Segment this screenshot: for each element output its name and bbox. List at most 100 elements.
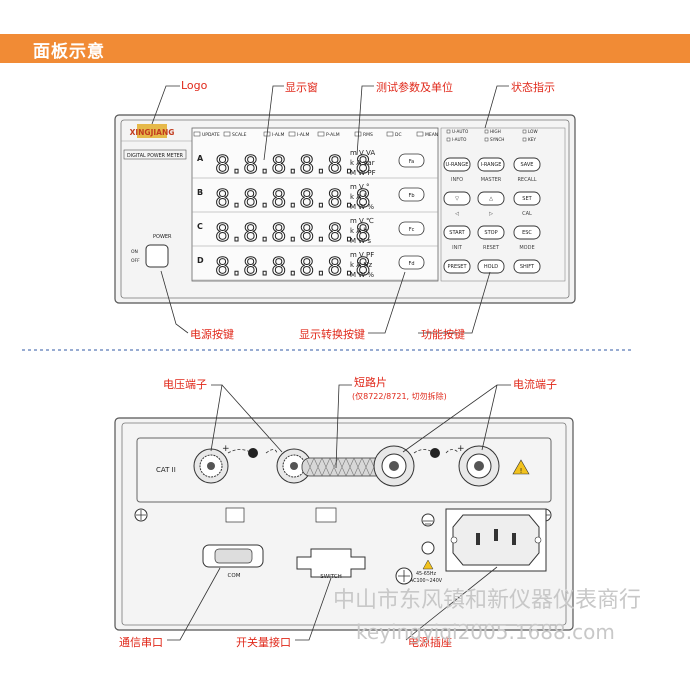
channel-label: C xyxy=(197,222,203,231)
power-off-label: OFF xyxy=(131,258,140,264)
function-key-label: SHIFT xyxy=(520,264,535,270)
display-switch-label: Fc xyxy=(409,227,415,233)
function-key[interactable] xyxy=(477,225,505,240)
current-terminal-out[interactable] xyxy=(458,445,500,487)
display-switch-button[interactable] xyxy=(398,221,425,236)
power-on-label: ON xyxy=(131,249,138,255)
function-key[interactable] xyxy=(477,259,505,274)
callout-switch-port: 开关量接口 xyxy=(236,636,291,649)
indicator-label: P-ALM xyxy=(326,132,340,138)
function-key[interactable] xyxy=(443,225,471,240)
function-key-label: SET xyxy=(522,196,532,202)
switch-label: SWITCH xyxy=(320,574,342,580)
indicator-led xyxy=(354,131,362,137)
function-key-sublabel: INFO xyxy=(451,177,463,183)
status-led-label: KEY xyxy=(528,137,536,142)
channel-label: D xyxy=(197,256,204,265)
unit-label: M W s xyxy=(350,237,371,245)
display-switch-button[interactable] xyxy=(398,255,425,270)
status-led xyxy=(522,137,527,142)
callout-display-switch: 显示转换按键 xyxy=(299,328,365,341)
callout-logo: Logo xyxy=(181,79,208,92)
display-switch-label: Fd xyxy=(408,261,414,267)
function-key-sublabel: MASTER xyxy=(481,177,502,183)
com-port[interactable]: COM xyxy=(202,507,264,579)
indicator-led xyxy=(288,131,296,137)
function-key-label: ESC xyxy=(522,230,532,236)
unit-label: k A var xyxy=(350,159,375,167)
callout-status-indicator: 状态指示 xyxy=(511,81,555,94)
front-panel: XINGJIANG DIGITAL POWER METER POWER ON O… xyxy=(114,114,576,304)
status-led-label: HIGH xyxy=(490,129,501,134)
power-socket[interactable] xyxy=(445,508,547,572)
status-led xyxy=(446,137,451,142)
freq-label: 45-65Hz xyxy=(416,571,437,577)
warning-icon: ! xyxy=(512,459,530,475)
power-button[interactable] xyxy=(145,244,169,268)
function-key[interactable] xyxy=(513,191,541,206)
function-key-sublabel: MODE xyxy=(519,245,534,251)
function-key-label: START xyxy=(449,230,465,236)
function-key-sublabel: ◁ xyxy=(455,211,459,217)
function-key[interactable] xyxy=(443,259,471,274)
function-key-label: SAVE xyxy=(521,162,534,168)
status-led xyxy=(484,137,489,142)
indicator-label: RMS xyxy=(363,132,373,138)
seven-segment-display: 8.8.8.8.8.8 xyxy=(215,252,370,281)
model-label: DIGITAL POWER METER xyxy=(127,153,184,159)
indicator-label: UPDATE xyxy=(202,132,220,138)
display-switch-button[interactable] xyxy=(398,153,425,168)
unit-label: M W % xyxy=(350,203,374,211)
cat-label: CAT II xyxy=(156,466,176,474)
keypad: U-RANGEINFOI-RANGEMASTERSAVERECALL▽◁△▷SE… xyxy=(443,157,541,274)
function-key[interactable] xyxy=(513,259,541,274)
function-key-sublabel: ▷ xyxy=(489,211,493,217)
seven-segment-display: 8.8.8.8.8.8 xyxy=(215,184,370,213)
function-key[interactable] xyxy=(513,225,541,240)
switch-port[interactable]: SWITCH xyxy=(296,507,366,580)
function-key-sublabel: CAL xyxy=(522,211,532,217)
function-key[interactable] xyxy=(513,157,541,172)
seven-segment-display: 8.8.8.8.8.8 xyxy=(215,150,370,179)
section-title: 面板示意 xyxy=(33,42,105,62)
unit-label: m V ℃ xyxy=(350,217,374,225)
function-key[interactable] xyxy=(477,191,505,206)
function-key[interactable] xyxy=(443,191,471,206)
current-terminal-in[interactable] xyxy=(373,445,415,487)
display-switch-button[interactable] xyxy=(398,187,425,202)
indicator-label: SCALE xyxy=(232,132,247,138)
rear-panel: CAT II + + xyxy=(114,417,574,631)
unit-label: M W % xyxy=(350,271,374,279)
status-led-label: I-AUTO xyxy=(452,137,467,142)
unit-label: k A ° xyxy=(350,193,367,201)
unit-label: m V PF xyxy=(350,251,374,259)
callout-current-terminal: 电流端子 xyxy=(513,378,557,391)
indicator-label: I-ALM xyxy=(297,132,309,138)
callout-power-button: 电源按键 xyxy=(190,328,234,341)
callout-shorting-note: (仅8722/8721, 切勿拆除) xyxy=(352,392,447,401)
voltage-terminal-plus[interactable] xyxy=(193,448,229,484)
callout-comm-port: 通信串口 xyxy=(119,636,163,649)
indicator-label: DC xyxy=(395,132,402,138)
function-key[interactable] xyxy=(443,157,471,172)
unit-label: k A h xyxy=(350,227,368,235)
channel-label: A xyxy=(197,154,204,163)
brand-logo: XINGJIANG xyxy=(130,124,175,138)
channel-label: B xyxy=(197,188,203,197)
status-led xyxy=(446,129,451,134)
display-switch-label: Fa xyxy=(409,159,414,165)
plus-left: + xyxy=(222,444,230,454)
indicator-led xyxy=(193,131,201,137)
function-key[interactable] xyxy=(477,157,505,172)
function-key-sublabel: INIT xyxy=(452,245,463,251)
function-key-label: PRESET xyxy=(447,264,467,270)
callout-params-units: 测试参数及单位 xyxy=(376,81,453,94)
indicator-led xyxy=(317,131,325,137)
watermark-line2: keyingyiqi2005.1688.com xyxy=(356,620,615,644)
function-key-label: STOP xyxy=(484,230,497,236)
status-led xyxy=(484,129,489,134)
voltage-terminal-minus[interactable] xyxy=(276,448,312,484)
brand-text: XINGJIANG xyxy=(130,128,175,137)
